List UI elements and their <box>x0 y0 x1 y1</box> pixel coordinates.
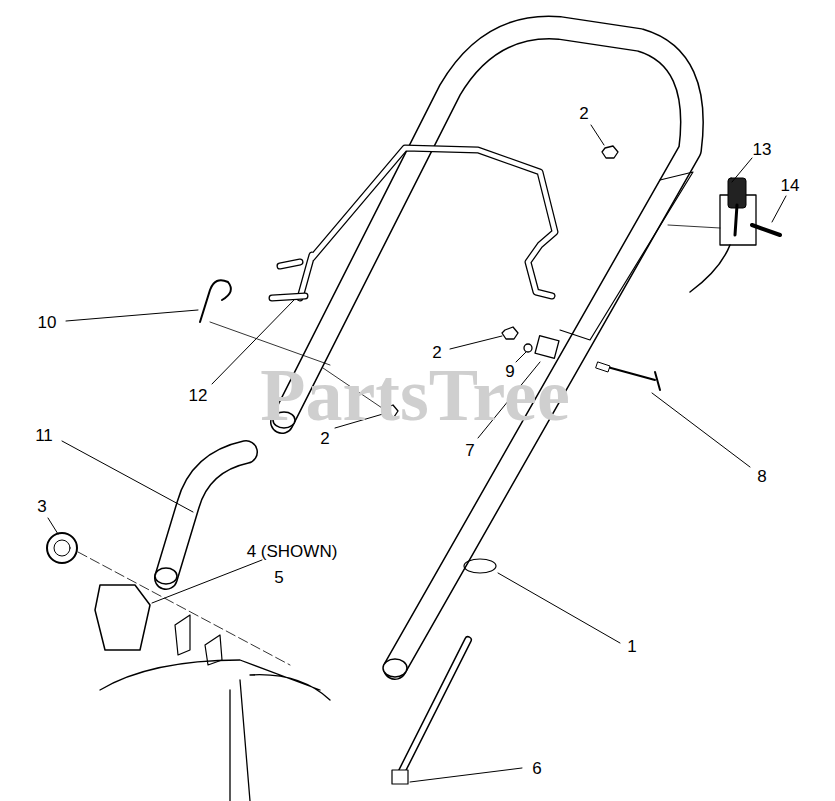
watermark: PartsTree <box>260 358 570 432</box>
callout-number: 8 <box>757 468 766 485</box>
callout-number: 5 <box>274 569 283 586</box>
callout-number: 10 <box>38 314 57 331</box>
callout-number: 12 <box>189 387 208 404</box>
callout-number: 11 <box>35 427 53 444</box>
callout-number: 13 <box>753 141 772 158</box>
callout-number: 3 <box>37 498 46 515</box>
callout-number: 2 <box>320 430 329 447</box>
callout-number: 14 <box>781 177 800 194</box>
callout-number: 4 (SHOWN) <box>247 543 338 560</box>
callout-number: 6 <box>532 760 541 777</box>
callout-number: 7 <box>465 442 474 459</box>
callout-number: 2 <box>579 105 588 122</box>
callout-number: 1 <box>627 638 636 655</box>
